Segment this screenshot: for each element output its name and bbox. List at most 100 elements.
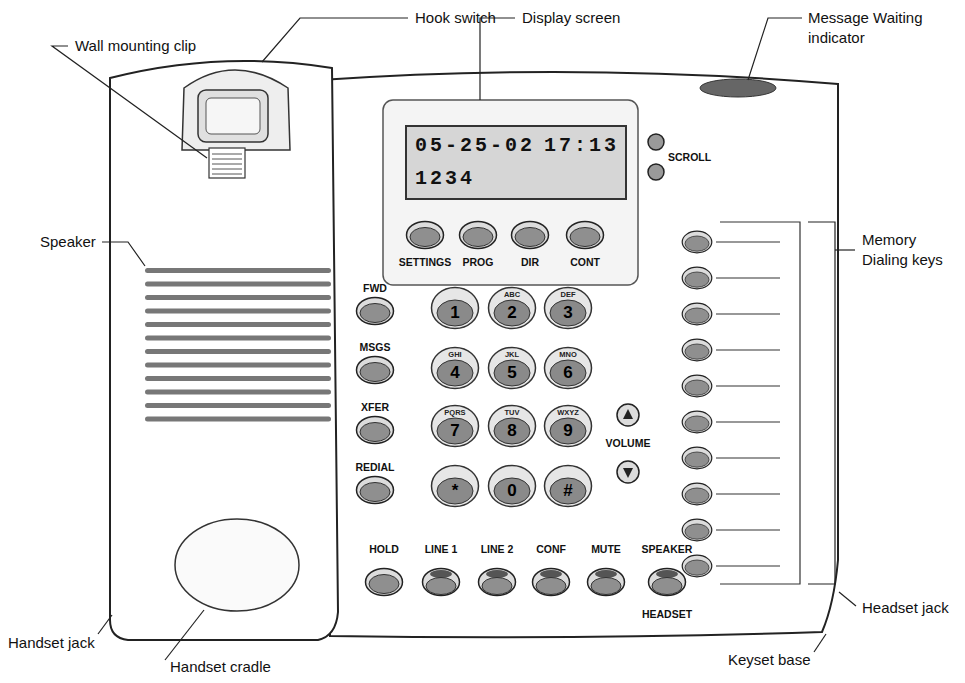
leader-lines [52,18,856,660]
illustration-part [145,349,331,354]
button-label: REDIAL [355,461,394,473]
illustration-part [716,529,780,530]
illustration-part [648,134,664,150]
illustration-part [682,303,712,325]
key-digit: 1 [430,303,480,323]
callout-label: Speaker [40,232,96,252]
keypad-key: PQRS7 [430,404,480,448]
button-label: HEADSET [642,608,692,620]
key-letters: MNO [543,350,593,359]
illustration-part [533,569,570,596]
illustration-part [145,363,331,368]
illustration-part [145,268,331,422]
illustration-part [383,100,638,285]
key-digit: 0 [487,481,537,501]
illustration-part [212,154,242,155]
illustration-part [209,148,245,178]
button-label: SPEAKER [642,543,693,555]
illustration-part [682,375,712,397]
button-label: SCROLL [668,151,711,163]
illustration-part [814,634,826,652]
illustration-part [682,483,712,505]
illustration-part [716,493,780,494]
illustration-part [617,404,639,426]
illustration-part [145,282,331,287]
illustration-part [716,457,780,458]
callout-label: Display screen [522,8,620,28]
illustration-part [110,61,338,640]
illustration-part [716,277,780,278]
keypad-key: WXYZ 9 [543,404,593,448]
illustration-part [716,421,780,422]
illustration-part [145,309,331,314]
memory-dialing-keys [682,222,800,584]
illustration-part [98,615,112,634]
callout-label: Wall mounting clip [75,36,196,56]
illustration-part [212,159,242,160]
button-label: LINE 2 [481,543,514,555]
key-letters: JKL [487,350,537,359]
keypad-key: # [543,464,593,508]
keypad-key: ABC 2 [487,286,537,330]
illustration-part [175,519,299,611]
illustration-part [212,154,242,174]
illustration-part [835,249,855,250]
key-letters: WXYZ [543,408,593,417]
key-digit: 4 [430,363,480,383]
illustration-part [423,569,460,596]
callout-label: Keyset base [728,650,811,670]
illustration-part [212,164,242,165]
illustration-part [145,390,331,395]
button-label: DIR [521,256,539,268]
illustration-part [479,569,516,596]
button-label: MSGS [360,341,391,353]
illustration-part [716,385,780,386]
illustration-part [145,336,331,341]
illustration-part [145,268,331,273]
illustration-part [145,417,331,422]
illustration-part [357,357,394,384]
illustration-part [212,174,242,175]
keypad-key: DEF 3 [543,286,593,330]
illustration-part [700,79,776,97]
keypad-key: GHI 4 [430,346,480,390]
illustration-part [198,90,268,142]
key-digit: 2 [487,303,537,323]
illustration-part [617,461,639,483]
button-label: VOLUME [606,437,651,449]
illustration-part [716,349,780,350]
key-digit: 3 [543,303,593,323]
key-digit: 6 [543,363,593,383]
key-letters: DEF [543,290,593,299]
key-digit: 8 [487,421,537,441]
illustration-part [623,409,633,419]
keypad-key: TUV8 [487,404,537,448]
key-letters: ABC [487,290,537,299]
key-digit: * [430,481,480,501]
keypad-key: 0 [487,464,537,508]
button-label: HOLD [369,543,399,555]
illustration-part [716,565,780,566]
illustration-part [682,231,712,253]
button-label: CONT [570,256,600,268]
callout-label: Memory Dialing keys [862,230,957,270]
illustration-part [567,222,604,249]
illustration-part [682,411,712,433]
callout-label: Handset jack [8,633,95,653]
key-digit: 9 [543,421,593,441]
key-digit: 5 [487,363,537,383]
button-label: LINE 1 [425,543,458,555]
key-digit: # [543,481,593,501]
illustration-part [682,519,712,541]
callout-label: Handset cradle [170,657,271,677]
illustration-part [366,569,403,596]
key-letters: GHI [430,350,480,359]
illustration-part [682,555,712,577]
illustration-part [839,592,856,606]
keypad-key: JKL 5 [487,346,537,390]
keypad-key: MNO 6 [543,346,593,390]
illustration-part [145,322,331,327]
handset [110,61,338,640]
